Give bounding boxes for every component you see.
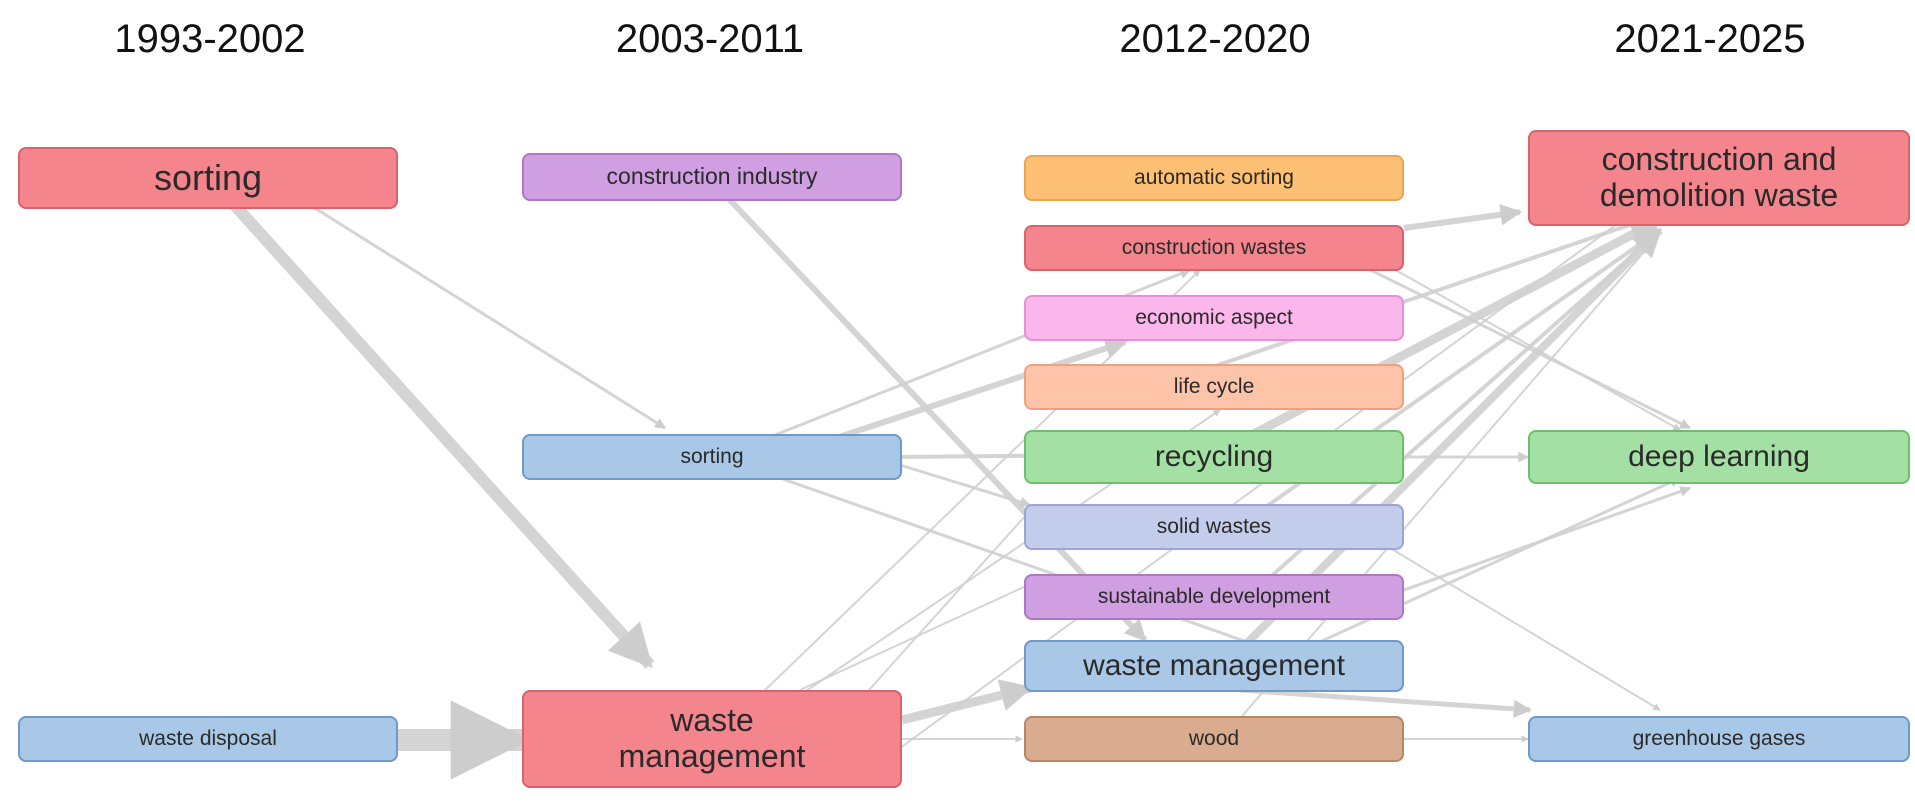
node-waste-management-2012[interactable]: waste management	[1024, 640, 1404, 692]
node-construction-wastes-2012[interactable]: construction wastes	[1024, 225, 1404, 271]
node-automatic-sorting-2012[interactable]: automatic sorting	[1024, 155, 1404, 201]
node-construction-demolition-waste-2021[interactable]: construction and demolition waste	[1528, 130, 1910, 226]
node-greenhouse-gases-2021[interactable]: greenhouse gases	[1528, 716, 1910, 762]
flow-p2-waste-management-to-p3-solid-wastes	[859, 504, 1036, 701]
flow-p2-waste-management-to-p3-sustainable-development	[799, 574, 1051, 691]
node-life-cycle-2012[interactable]: life cycle	[1024, 364, 1404, 410]
flow-p3-construction-wastes-to-p4-deep-learning	[1329, 248, 1691, 430]
flow-p3-construction-wastes-to-p4-cdw	[1403, 203, 1523, 231]
flow-p2-waste-management-to-p3-waste-management	[900, 679, 1034, 725]
flow-p2-sorting-to-p3-waste-management	[779, 476, 1272, 652]
node-waste-disposal-1993[interactable]: waste disposal	[18, 716, 398, 762]
node-solid-wastes-2012[interactable]: solid wastes	[1024, 504, 1404, 550]
flow-p2-sorting-to-p3-solid-wastes	[899, 463, 1032, 508]
period-header-1993-2002: 1993-2002	[114, 17, 306, 61]
node-recycling-2012[interactable]: recycling	[1024, 430, 1404, 484]
flow-p1-sorting-to-p2-sorting	[309, 203, 666, 430]
flow-p3-waste-management-to-p4-greenhouse-gases	[1239, 687, 1532, 718]
period-header-2021-2025: 2021-2025	[1614, 17, 1806, 61]
node-construction-industry-2003[interactable]: construction industry	[522, 153, 902, 201]
node-sorting-2003[interactable]: sorting	[522, 434, 902, 480]
flow-arrows	[225, 195, 1692, 780]
flow-p3-solid-wastes-to-p4-greenhouse-gases	[1359, 529, 1661, 711]
node-waste-management-2003[interactable]: waste management	[522, 690, 902, 788]
flow-p1-sorting-to-p2-waste-management	[225, 195, 655, 670]
node-economic-aspect-2012[interactable]: economic aspect	[1024, 295, 1404, 341]
node-wood-2012[interactable]: wood	[1024, 716, 1404, 762]
flow-p3-waste-management-to-p4-deep-learning	[1279, 476, 1681, 662]
flow-p3-automatic-sorting-to-p4-deep-learning	[1359, 249, 1681, 431]
node-sorting-1993[interactable]: sorting	[18, 147, 398, 209]
flow-p3-life-cycle-to-p4-cdw	[1179, 215, 1652, 380]
flow-p2-sorting-to-p3-economic-aspect	[799, 337, 1128, 453]
flow-p3-recycling-to-p4-cdw	[1207, 216, 1663, 461]
flow-p2-construction-industry-to-p3-waste-management	[727, 197, 1148, 643]
node-sustainable-development-2012[interactable]: sustainable development	[1024, 574, 1404, 620]
period-header-2003-2011: 2003-2011	[615, 17, 805, 61]
node-deep-learning-2021[interactable]: deep learning	[1528, 430, 1910, 484]
period-header-2012-2020: 2012-2020	[1119, 17, 1311, 61]
